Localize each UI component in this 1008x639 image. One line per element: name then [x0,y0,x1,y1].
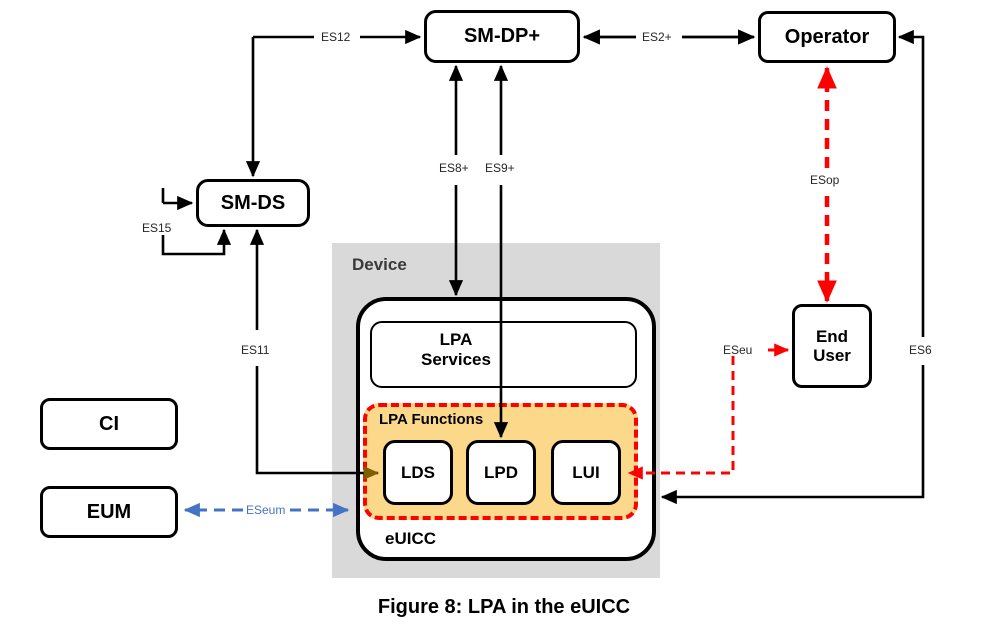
edge-label-esop: ESop [807,173,843,187]
node-ci: CI [40,398,178,450]
node-sm-dp-plus: SM-DP+ [424,10,580,63]
edge-label-es2plus: ES2+ [639,30,675,44]
node-sm-ds: SM-DS [196,179,310,227]
edge-label-es9plus: ES9+ [482,161,518,175]
lpa-services-label: LPA Services [370,330,542,369]
lpa-services-box [370,321,637,388]
edge-label-es8plus: ES8+ [436,161,472,175]
node-end-user: End User [792,304,872,388]
edge-es6 [660,29,925,505]
node-lpd: LPD [466,440,536,505]
lpa-services-line2: Services [421,349,491,369]
node-operator: Operator [758,11,896,63]
edge-es15 [161,188,232,256]
device-label: Device [352,255,407,274]
node-lui: LUI [551,440,621,505]
node-eum: EUM [40,486,178,538]
edge-label-es15: ES15 [139,221,175,235]
edge-label-es6: ES6 [909,343,932,357]
end-user-line1: End [815,326,849,346]
lpa-services-line1: LPA [439,330,473,349]
euicc-label: eUICC [385,529,437,548]
end-user-line2: User [813,346,851,365]
edge-label-es11: ES11 [238,343,273,357]
lpa-functions-label: LPA Functions [379,411,484,428]
edge-label-eseu: ESeu [723,343,753,357]
edge-label-eseum: ESeum [243,503,289,517]
node-lds: LDS [383,440,453,505]
edge-es11 [249,228,380,480]
edge-eseu [627,343,790,480]
edge-label-es12: ES12 [318,30,354,44]
edge-es12 [245,29,422,178]
figure-caption: Figure 8: LPA in the eUICC [377,596,631,618]
